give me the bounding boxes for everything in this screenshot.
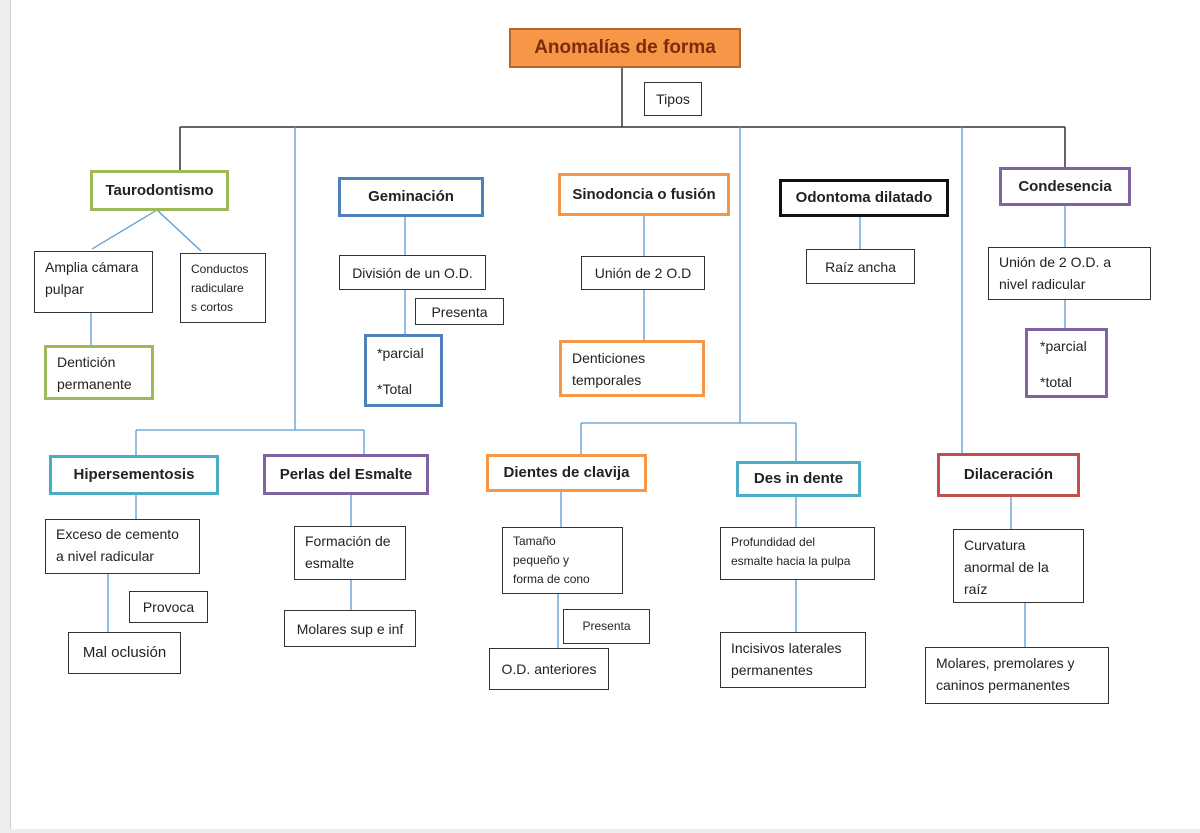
concept-map-page: Anomalías de forma Tipos Taurodontismo A… — [10, 0, 1200, 829]
cond-union-line-2: nivel radicular — [999, 276, 1086, 292]
clavija-size-line-1: Tamaño — [513, 534, 556, 548]
cond-union-line-1: Unión de 2 O.D. a — [999, 254, 1112, 270]
hiper-excess-node: Exceso de cemento a nivel radicular — [45, 519, 200, 574]
perlas-molars-text: Molares sup e inf — [296, 620, 404, 637]
sino-temporal-node: Denticiones temporales — [559, 340, 705, 397]
clavija-size-line-3: forma de cono — [513, 572, 590, 586]
clavija-anteriores-text: O.D. anteriores — [501, 661, 597, 677]
gem-parcial-text: *parcial — [377, 345, 424, 361]
odontoma-root-node: Raíz ancha — [806, 249, 915, 284]
des-incisors-node: Incisivos laterales permanentes — [720, 632, 866, 688]
hiper-maloclusion-node: Mal oclusión — [68, 632, 181, 674]
connector-tauro-canals — [156, 209, 202, 252]
types-label: Tipos — [644, 82, 702, 116]
des-in-dente-node: Des in dente — [736, 461, 861, 497]
tauro-dentition-node: Dentición permanente — [44, 345, 154, 400]
tauro-canals-node: Conductos radiculare s cortos — [180, 253, 266, 323]
des-depth-line-2: esmalte hacia la pulpa — [731, 554, 851, 568]
dila-curve-node: Curvatura anormal de la raíz — [953, 529, 1084, 603]
perlas-formation-node: Formación de esmalte — [294, 526, 406, 580]
cond-union-node: Unión de 2 O.D. a nivel radicular — [988, 247, 1151, 300]
gem-total-text: *Total — [377, 381, 413, 397]
des-depth-node: Profundidad del esmalte hacia la pulpa — [720, 527, 875, 580]
des-in-dente-title: Des in dente — [753, 470, 844, 487]
gem-presenta-text: Presenta — [431, 303, 488, 320]
perlas-formation-line-1: Formación de — [305, 533, 391, 549]
dila-curve-line-1: Curvatura — [964, 537, 1026, 553]
dila-curve-line-3: raíz — [964, 581, 988, 597]
geminacion-title: Geminación — [368, 188, 454, 205]
tauro-canals-line-1: Conductos — [191, 262, 249, 276]
dila-teeth-line-2: caninos permanentes — [936, 677, 1070, 693]
diagram-title-text: Anomalías de forma — [534, 37, 716, 58]
tauro-chamber-line-2: pulpar — [45, 281, 84, 297]
clavija-title: Dientes de clavija — [503, 464, 630, 481]
connector-lines — [90, 67, 1066, 648]
hiper-provoca-node: Provoca — [129, 591, 208, 623]
taurodontismo-node: Taurodontismo — [90, 170, 229, 211]
cond-parcial-text: *parcial — [1040, 338, 1087, 354]
dila-curve-line-2: anormal de la — [964, 559, 1049, 575]
clavija-size-line-2: pequeño y — [513, 553, 570, 567]
gem-division-text: División de un O.D. — [352, 264, 473, 281]
types-label-text: Tipos — [656, 91, 690, 107]
geminacion-node: Geminación — [338, 177, 484, 217]
cond-variants-node: *parcial *total — [1025, 328, 1108, 398]
gem-presenta-node: Presenta — [415, 298, 504, 325]
perlas-molars-node: Molares sup e inf — [284, 610, 416, 647]
sino-union-node: Unión de 2 O.D — [581, 256, 705, 290]
hipersementosis-node: Hipersementosis — [49, 455, 219, 495]
dilaceracion-title: Dilaceración — [963, 466, 1054, 483]
condesencia-node: Condesencia — [999, 167, 1131, 206]
sino-union-text: Unión de 2 O.D — [594, 265, 692, 281]
tauro-canals-line-3: s cortos — [191, 300, 234, 314]
perlas-formation-line-2: esmalte — [305, 555, 355, 571]
sino-temporal-line-2: temporales — [572, 372, 642, 388]
dilaceracion-node: Dilaceración — [937, 453, 1080, 497]
clavija-presenta-node: Presenta — [563, 609, 650, 644]
sino-temporal-line-1: Denticiones — [572, 350, 646, 366]
gem-division-node: División de un O.D. — [339, 255, 486, 290]
sinodoncia-node: Sinodoncia o fusión — [558, 173, 730, 216]
taurodontismo-title: Taurodontismo — [105, 181, 214, 199]
clavija-size-node: Tamaño pequeño y forma de cono — [502, 527, 623, 594]
clavija-presenta-text: Presenta — [582, 619, 631, 633]
perlas-title: Perlas del Esmalte — [279, 465, 413, 483]
dila-teeth-line-1: Molares, premolares y — [936, 655, 1075, 671]
des-incisors-line-1: Incisivos laterales — [731, 640, 842, 656]
sinodoncia-title: Sinodoncia o fusión — [572, 185, 716, 203]
tauro-canals-line-2: radiculare — [191, 281, 244, 295]
tauro-dentition-line-2: permanente — [57, 376, 132, 392]
diagram-title: Anomalías de forma — [509, 28, 741, 68]
hipersementosis-title: Hipersementosis — [73, 466, 195, 483]
connector-tauro-chamber — [91, 209, 158, 250]
tauro-dentition-line-1: Dentición — [57, 354, 116, 370]
perlas-node: Perlas del Esmalte — [263, 454, 429, 495]
des-incisors-line-2: permanentes — [731, 662, 813, 678]
tauro-chamber-node: Amplia cámara pulpar — [34, 251, 153, 313]
hiper-excess-line-1: Exceso de cemento — [56, 526, 179, 542]
gem-variants-node: *parcial *Total — [364, 334, 443, 407]
condesencia-title: Condesencia — [1018, 177, 1112, 195]
cond-total-text: *total — [1040, 374, 1072, 390]
hiper-maloclusion-text: Mal oclusión — [82, 644, 167, 661]
hiper-excess-line-2: a nivel radicular — [56, 548, 155, 564]
odontoma-root-text: Raíz ancha — [825, 258, 896, 275]
clavija-node: Dientes de clavija — [486, 454, 647, 492]
des-depth-line-1: Profundidad del — [731, 535, 816, 549]
hiper-provoca-text: Provoca — [142, 599, 195, 615]
tauro-chamber-line-1: Amplia cámara — [45, 259, 139, 275]
odontoma-title: Odontoma dilatado — [795, 189, 933, 206]
dila-teeth-node: Molares, premolares y caninos permanente… — [925, 647, 1109, 704]
clavija-anteriores-node: O.D. anteriores — [489, 648, 609, 690]
odontoma-node: Odontoma dilatado — [779, 179, 949, 217]
